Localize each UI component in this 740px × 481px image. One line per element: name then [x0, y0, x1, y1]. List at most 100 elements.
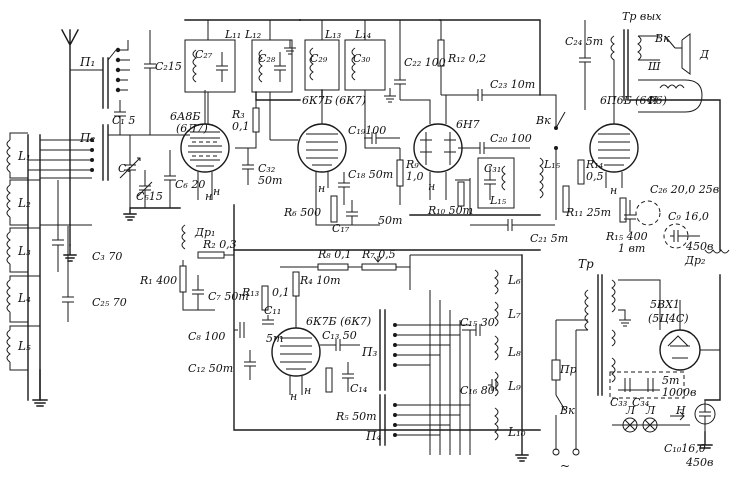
osc-coils: L₆ L₇ L₈ L₉ L₁₀ — [409, 254, 529, 462]
label-l15b: L₁₅ — [543, 158, 561, 171]
label-tube6b: (5Ц4С) — [648, 312, 689, 325]
label-c34: C₃₄ — [632, 396, 649, 409]
label-r13: R₁₃ — [241, 286, 259, 299]
label-vk1: Вк — [654, 32, 670, 45]
label-l2: L₂ — [17, 196, 31, 210]
label-l12: L₁₂ — [244, 28, 261, 41]
antenna-input — [61, 29, 79, 262]
label-speaker: Д — [699, 48, 710, 61]
pilot-lamps: Л Л Н — [612, 404, 690, 433]
label-tube2: 6К7Б — [302, 94, 333, 107]
label-l7: L₇ — [507, 307, 521, 321]
tube-6k7b-if: 6К7Б (6К7) н — [270, 90, 366, 195]
label-tube2b: (6К7) — [335, 94, 366, 107]
label-l6: L₆ — [507, 273, 521, 287]
c18-c17-r6: C₁₈ 50т R₆ 500 C₁₇ 50т — [283, 168, 402, 235]
label-dr1: Др₁ — [194, 226, 215, 239]
label-n7: н — [290, 390, 297, 403]
label-r3: R₃ — [231, 108, 245, 121]
label-tr: Тр — [578, 257, 594, 271]
label-r9v: 1,0 — [406, 170, 424, 183]
label-p1: П₁ — [79, 55, 95, 69]
label-c27: C₂₇ — [195, 48, 213, 61]
label-c1: C₁ 5 — [112, 114, 135, 127]
label-r13v: 0,1 — [272, 286, 290, 299]
label-dr2: Др₂ — [684, 254, 705, 267]
power-transformer: Тр — [578, 257, 661, 396]
vk2-r11: Вк R₁₁ 25т — [530, 94, 611, 220]
label-tube1b: (6Л7) — [176, 122, 208, 135]
label-c10: C₁₀16,0 — [664, 442, 706, 455]
label-c22: C₂₂ 100 — [404, 56, 446, 69]
label-lamp2: Л — [645, 404, 656, 417]
label-l15: L₁₅ — [489, 194, 507, 207]
label-c3: C₃ 70 — [92, 250, 122, 263]
label-c3334v: 1000в — [662, 386, 696, 399]
label-c7: C₇ 50т — [208, 290, 249, 303]
label-n2: н — [318, 182, 325, 195]
label-p3: П₃ — [361, 345, 377, 359]
label-c32: C₃₂ — [258, 162, 275, 175]
if-transformer-1: C₂₇ C₂₈ L₁₁ L₁₂ — [184, 19, 301, 140]
label-n6: н — [205, 190, 212, 203]
label-tube1: 6А8Б — [170, 110, 200, 123]
label-c8: C₈ 100 — [188, 330, 225, 343]
label-c13: C₁₃ 50 — [322, 329, 357, 342]
label-c23: C₂₃ 10т — [490, 78, 535, 91]
label-c16: C₁₆ 80 — [460, 384, 495, 397]
detector-tank: C₂₀ 100 C₃₁ L₁₅ L₁₅ R₁₀ 50т — [427, 132, 561, 217]
label-lamp1: Л — [625, 404, 636, 417]
label-c24: C₂₄ 5т — [565, 35, 603, 48]
label-tube3: 6Н7 — [456, 118, 480, 131]
label-l13: L₁₃ — [324, 28, 341, 41]
label-tube5: 6К7Б (6К7) — [306, 315, 371, 328]
label-c21: C₂₁ 5т — [530, 232, 568, 245]
label-c9: C₉ 16,0 — [668, 210, 709, 223]
label-r7: R₇ 0,5 — [361, 248, 396, 261]
label-c18: C₁₈ 50т — [348, 168, 393, 181]
label-l10: L₁₀ — [507, 425, 526, 439]
label-h: Н — [675, 404, 686, 417]
label-c17: C₁₇ — [332, 222, 350, 235]
label-iii: Ш — [647, 60, 661, 73]
label-r11: R₁₁ 25т — [565, 206, 611, 219]
label-c28: C₂₈ — [258, 52, 276, 65]
c33-c34: 5т 1000в C₃₃ C₃₄ — [609, 371, 696, 409]
label-c20: C₂₀ 100 — [490, 132, 532, 145]
label-r2: R₂ 0,3 — [202, 238, 237, 251]
if-transformer-2: C₂₉ C₃₀ L₁₃ L₁₄ — [299, 19, 441, 149]
label-r15v: 1 вт — [618, 242, 645, 255]
label-r15: R₁₅ 400 — [605, 230, 648, 243]
label-n4: н — [610, 184, 617, 197]
tube-6n7: 6Н7 н — [400, 94, 480, 200]
label-r14: R₁₄ — [585, 158, 603, 171]
label-l9: L₉ — [507, 379, 521, 393]
label-r12: R₁₂ 0,2 — [447, 52, 486, 65]
label-l8: L₈ — [507, 345, 521, 359]
label-c11: C₁₁ — [264, 304, 281, 317]
label-c25: C₂₅ 70 — [92, 296, 127, 309]
label-l1: L₁ — [17, 149, 31, 163]
label-c17v: 50т — [378, 214, 402, 227]
label-c9v: 450в — [685, 240, 713, 253]
label-c33: C₃₃ — [610, 396, 627, 409]
label-c4: C₄ — [118, 162, 131, 175]
c22-r12: C₂₂ 100 R₁₂ 0,2 — [394, 20, 486, 100]
label-c3334: 5т — [662, 374, 679, 387]
label-n3: н — [428, 180, 435, 193]
label-c32v: 50т — [258, 174, 282, 187]
label-trvyh: Тр вых — [622, 10, 662, 23]
r9: R₉ 1,0 — [396, 148, 424, 205]
label-r9: R₉ — [405, 158, 419, 171]
label-c5: C₅15 — [136, 190, 163, 203]
label-r10: R₁₀ 50т — [427, 204, 473, 217]
label-r14v: 0,5 — [586, 170, 604, 183]
label-l11: L₁₁ — [224, 28, 241, 41]
label-tube6: 5ВХ1 — [650, 298, 680, 311]
r8-r7: R₈ 0,1 R₇ 0,5 — [280, 248, 410, 271]
label-ac: ~ — [560, 459, 570, 473]
label-pr: Пр — [559, 363, 577, 376]
label-c29: C₂₉ — [310, 52, 328, 65]
input-coils: L₁ L₂ L₃ L₄ L₅ C₃ 70 C₂₅ 70 — [6, 132, 127, 407]
